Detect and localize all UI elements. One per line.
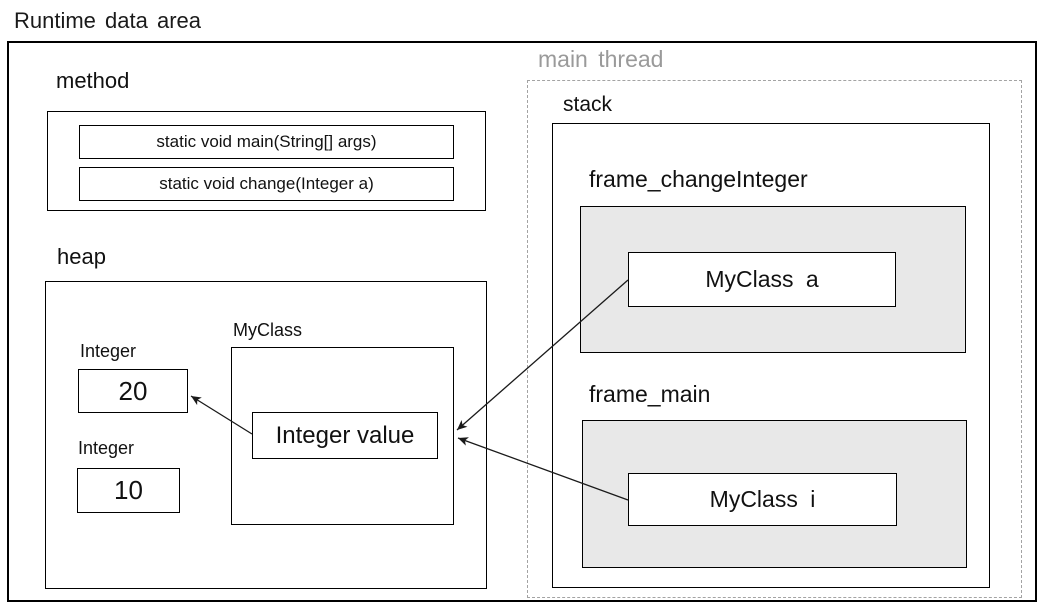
myclass-i-variable-box: MyClass i xyxy=(628,473,897,526)
method-area-box xyxy=(47,111,486,211)
method-area-label: method xyxy=(56,68,130,93)
method-entry-main-label: static void main(String[] args) xyxy=(156,132,377,151)
myclass-a-variable-box: MyClass a xyxy=(628,252,896,307)
integer-value-field-label: Integer value xyxy=(275,421,415,449)
method-entry-change: static void change(Integer a) xyxy=(79,167,454,201)
integer-value-field-box: Integer value xyxy=(252,412,438,459)
myclass-object-label: MyClass xyxy=(233,320,303,340)
stack-label: stack xyxy=(563,93,613,116)
page-title: Runtime data area xyxy=(14,8,201,33)
heap-area-box xyxy=(45,281,487,589)
frame-main-label: frame_main xyxy=(589,381,711,407)
main-thread-label: main thread xyxy=(538,46,664,72)
myclass-object-box xyxy=(231,347,454,525)
myclass-a-variable-label: MyClass a xyxy=(705,266,819,292)
myclass-i-variable-label: MyClass i xyxy=(709,486,816,512)
integer-20-value: 20 xyxy=(118,375,148,406)
integer-10-type-label: Integer xyxy=(78,438,135,458)
heap-area-label: heap xyxy=(57,244,106,269)
integer-20-type-label: Integer xyxy=(80,341,137,361)
frame-changeinteger-label: frame_changeInteger xyxy=(589,166,808,192)
runtime-data-area-box xyxy=(7,41,1037,602)
integer-20-box: 20 xyxy=(78,369,188,413)
integer-10-value: 10 xyxy=(114,475,143,505)
method-entry-main: static void main(String[] args) xyxy=(79,125,454,159)
integer-10-box: 10 xyxy=(77,468,180,513)
method-entry-change-label: static void change(Integer a) xyxy=(159,174,374,193)
